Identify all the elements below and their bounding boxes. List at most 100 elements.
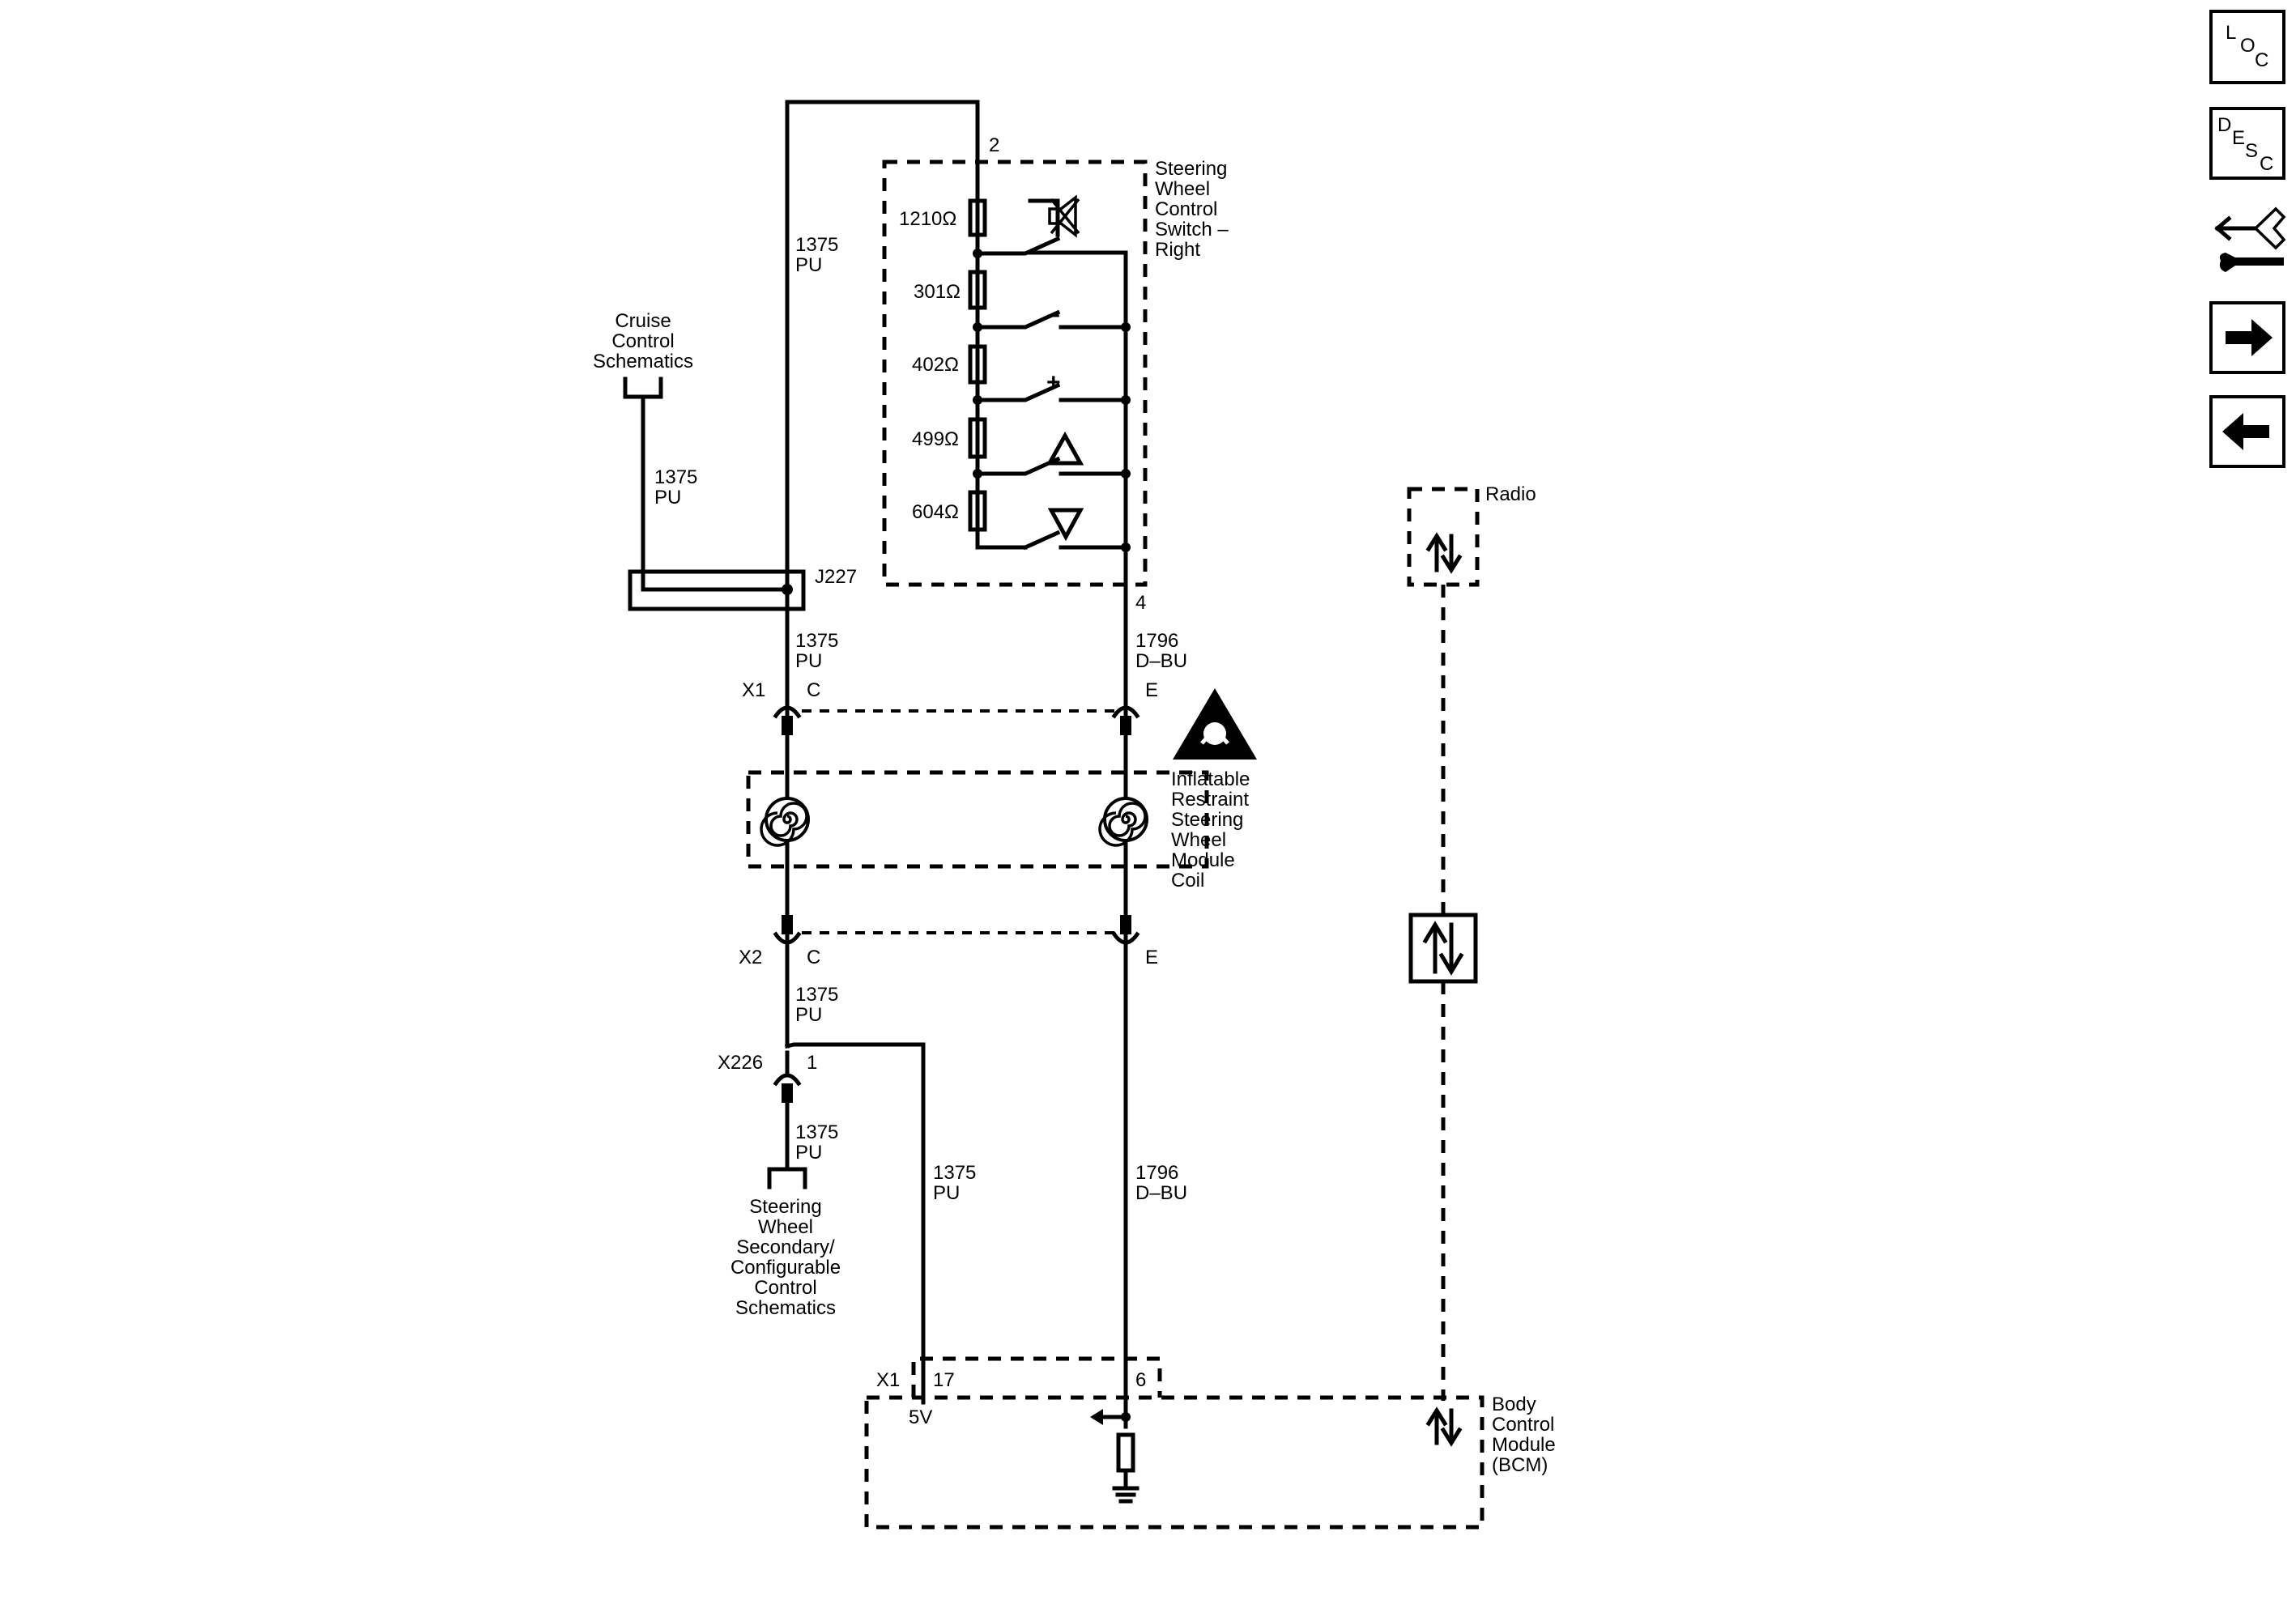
clockspring-coil-right — [1098, 797, 1148, 847]
wire-1375-label-mid: 1375 — [795, 630, 838, 652]
radio-module — [1407, 487, 1480, 587]
bcm-pin-6-label: 6 — [1135, 1369, 1146, 1391]
steering-secondary-label: Steering Wheel Secondary/ Configurable C… — [731, 1196, 841, 1319]
svg-text:Control: Control — [611, 330, 674, 352]
bcm-data-arrows-icon — [1425, 1406, 1463, 1447]
splice-pack-j227 — [628, 569, 806, 611]
connector-wrench-icon[interactable] — [2214, 206, 2286, 272]
wire-dbu-label-mid: D–BU — [1135, 650, 1187, 672]
desc-button[interactable]: D E S C — [2209, 107, 2285, 180]
resistor-499: 499Ω — [912, 428, 959, 450]
seek-down-triangle-icon — [1047, 508, 1084, 542]
svg-text:Body: Body — [1492, 1394, 1536, 1415]
svg-text:C: C — [2260, 153, 2273, 175]
svg-text:Control: Control — [1492, 1414, 1554, 1436]
next-button[interactable] — [2209, 301, 2285, 374]
secondary-connector-symbol — [767, 1167, 807, 1189]
svg-text:Wheel: Wheel — [758, 1216, 813, 1238]
clockspring-coil-left — [760, 797, 810, 847]
right-arrow-icon — [2226, 319, 2273, 356]
bcm-pin-17-label: 17 — [933, 1369, 955, 1391]
connector-x226-pin: 1 — [807, 1052, 817, 1074]
switch-module-label: Steering Wheel Control Switch – Right — [1155, 158, 1229, 261]
resistor-402: 402Ω — [912, 354, 959, 376]
wire-pu-label-secondary: PU — [795, 1142, 822, 1164]
wire-1375-label-lower: 1375 — [795, 984, 838, 1006]
svg-text:Coil: Coil — [1171, 870, 1204, 891]
wire-1375-label-upper: 1375 — [795, 234, 838, 256]
svg-text:Control: Control — [1155, 198, 1217, 220]
cruise-control-label: Cruise Control Schematics — [593, 310, 693, 372]
wire-1375-cruise-branch — [641, 394, 790, 592]
svg-text:Steering: Steering — [1171, 809, 1243, 831]
svg-text:Switch –: Switch – — [1155, 219, 1229, 240]
svg-text:C: C — [2255, 49, 2268, 71]
radio-label: Radio — [1485, 483, 1536, 505]
connector-x2-symbols — [773, 915, 1140, 945]
splice-j227-label: J227 — [815, 566, 857, 588]
svg-text:Right: Right — [1155, 239, 1200, 261]
resistor-604: 604Ω — [912, 501, 959, 523]
connector-x2-label: X2 — [739, 947, 762, 968]
svg-text:Control: Control — [754, 1277, 816, 1299]
svg-text:Schematics: Schematics — [735, 1297, 836, 1319]
coil-module-label: Inflatable Restraint Steering Wheel Modu… — [1171, 768, 1250, 891]
connector-x1-pin-c: C — [807, 679, 820, 701]
svg-text:D: D — [2217, 114, 2231, 136]
inflatable-restraint-coil-module — [746, 770, 1209, 869]
body-control-module — [864, 1395, 1485, 1530]
svg-text:Steering: Steering — [749, 1196, 821, 1218]
svg-text:Secondary/: Secondary/ — [736, 1236, 835, 1258]
wire-1375-label-bcm: 1375 — [933, 1162, 976, 1184]
svg-text:Cruise: Cruise — [615, 310, 671, 332]
mute-speaker-icon — [1048, 194, 1080, 238]
connector-x2-pin-e: E — [1145, 947, 1158, 968]
volume-down-button-label: – — [1046, 301, 1060, 328]
wire-1796-label-bcm: 1796 — [1135, 1162, 1178, 1184]
svg-text:Schematics: Schematics — [593, 351, 693, 372]
wire-1375-top-loop — [785, 100, 980, 600]
wire-pu-label-upper: PU — [795, 254, 822, 276]
wire-1375-label-secondary: 1375 — [795, 1121, 838, 1143]
svg-text:O: O — [2240, 35, 2256, 57]
volume-up-button-label: + — [1046, 369, 1061, 396]
connector-x1-label: X1 — [742, 679, 765, 701]
serial-data-box — [1408, 913, 1478, 984]
wire-1796-label-mid: 1796 — [1135, 630, 1178, 652]
wire-pu-label-cruise: PU — [654, 487, 681, 509]
bcm-label: Body Control Module (BCM) — [1492, 1394, 1556, 1476]
svg-text:E: E — [2232, 127, 2245, 149]
pin-4-label: 4 — [1135, 592, 1146, 614]
radio-data-arrows-icon — [1425, 532, 1463, 574]
connector-x1-pin-e: E — [1145, 679, 1158, 701]
previous-button[interactable] — [2209, 395, 2285, 468]
bcm-input-circuit — [1090, 1409, 1135, 1491]
connector-x226-symbol — [773, 1050, 802, 1103]
resistor-301: 301Ω — [914, 281, 961, 303]
connector-x1-symbols — [773, 705, 1140, 735]
cruise-control-connector-symbol — [623, 377, 663, 399]
wire-pu-label-bcm: PU — [933, 1182, 960, 1204]
resistor-1210: 1210Ω — [899, 208, 956, 230]
loc-button[interactable]: L O C — [2209, 10, 2285, 84]
left-arrow-icon — [2222, 413, 2269, 450]
wire-pu-label-mid: PU — [795, 650, 822, 672]
svg-text:Steering: Steering — [1155, 158, 1227, 180]
svg-text:Module: Module — [1492, 1434, 1556, 1456]
wire-dbu-label-bcm: D–BU — [1135, 1182, 1187, 1204]
seek-up-triangle-icon — [1046, 431, 1084, 466]
pin-2-label: 2 — [989, 134, 999, 156]
resistor-ladder — [968, 198, 1028, 550]
svg-text:Inflatable: Inflatable — [1171, 768, 1250, 790]
ground-symbol — [1112, 1486, 1139, 1504]
bcm-connector-label: X1 — [876, 1369, 900, 1391]
wire-1375-to-bcm — [784, 1042, 926, 1405]
svg-text:Restraint: Restraint — [1171, 789, 1249, 811]
svg-text:Configurable: Configurable — [731, 1257, 841, 1279]
bcm-voltage-label: 5V — [909, 1406, 932, 1428]
svg-text:Wheel: Wheel — [1171, 829, 1226, 851]
airbag-warning-icon — [1173, 688, 1257, 760]
svg-text:(BCM): (BCM) — [1492, 1454, 1548, 1476]
svg-text:Wheel: Wheel — [1155, 178, 1210, 200]
